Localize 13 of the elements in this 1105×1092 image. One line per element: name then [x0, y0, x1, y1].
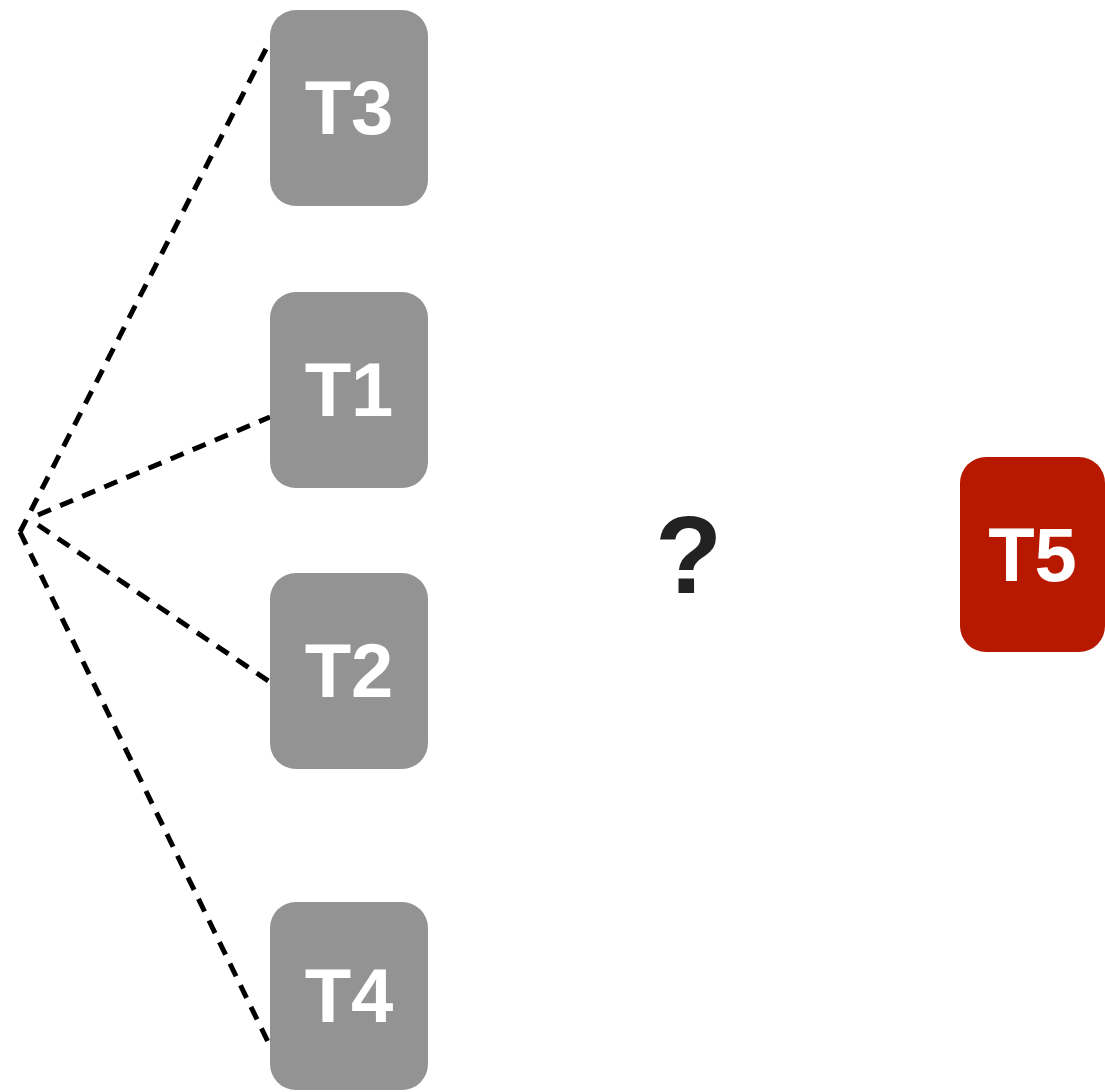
box-label: T2	[304, 633, 394, 709]
box-label: T5	[988, 516, 1077, 593]
question-mark: ?	[655, 500, 723, 610]
box-label: T1	[304, 352, 394, 428]
dashed-line	[36, 522, 272, 685]
process-box	[270, 573, 428, 769]
box-label: T4	[304, 958, 394, 1034]
process-box	[270, 292, 428, 488]
dashed-line	[37, 414, 271, 518]
box-label: T3	[304, 70, 394, 146]
process-box	[270, 10, 428, 206]
process-box	[270, 902, 428, 1090]
highlighted-box	[960, 457, 1105, 652]
